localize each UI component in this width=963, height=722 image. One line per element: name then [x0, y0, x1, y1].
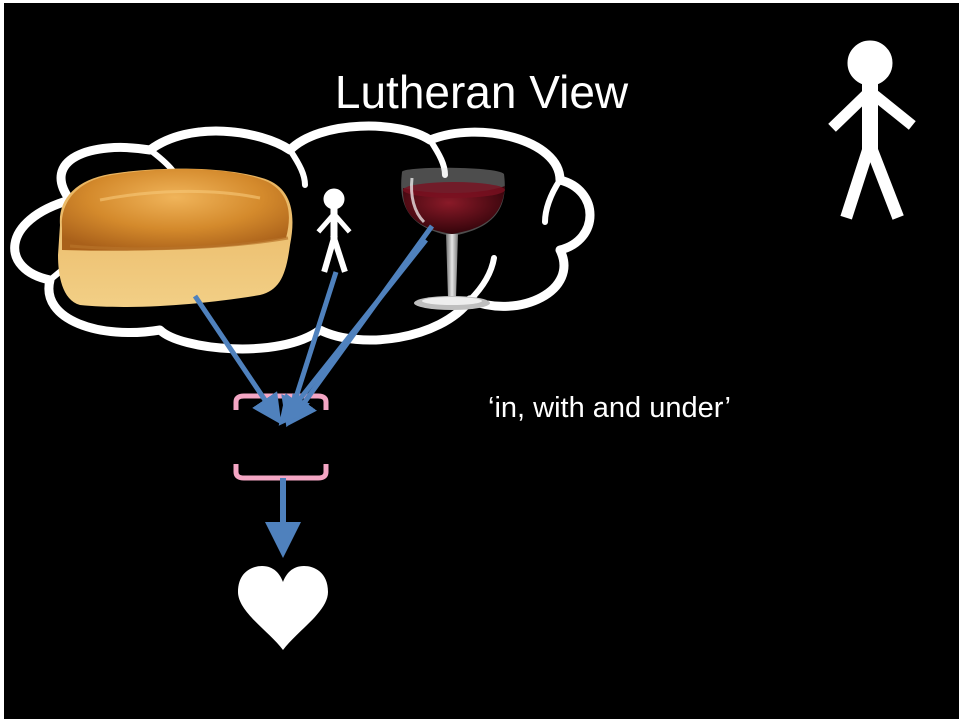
stick-figure-small-icon — [316, 188, 352, 273]
slide-background — [4, 3, 959, 719]
arrow-bread — [192, 294, 282, 425]
slide-title: Lutheran View — [334, 66, 629, 118]
caption-text: ‘in, with and under’ — [488, 392, 731, 424]
bracket-bottom — [233, 464, 329, 481]
wine-glass-image — [401, 167, 505, 310]
bracket-top — [233, 393, 329, 410]
arrow-wine-2 — [278, 238, 428, 426]
arrow-figure — [281, 271, 339, 428]
heart-icon — [238, 566, 328, 650]
stick-figure-large-icon — [828, 40, 916, 220]
bread-loaf-image — [58, 168, 293, 307]
